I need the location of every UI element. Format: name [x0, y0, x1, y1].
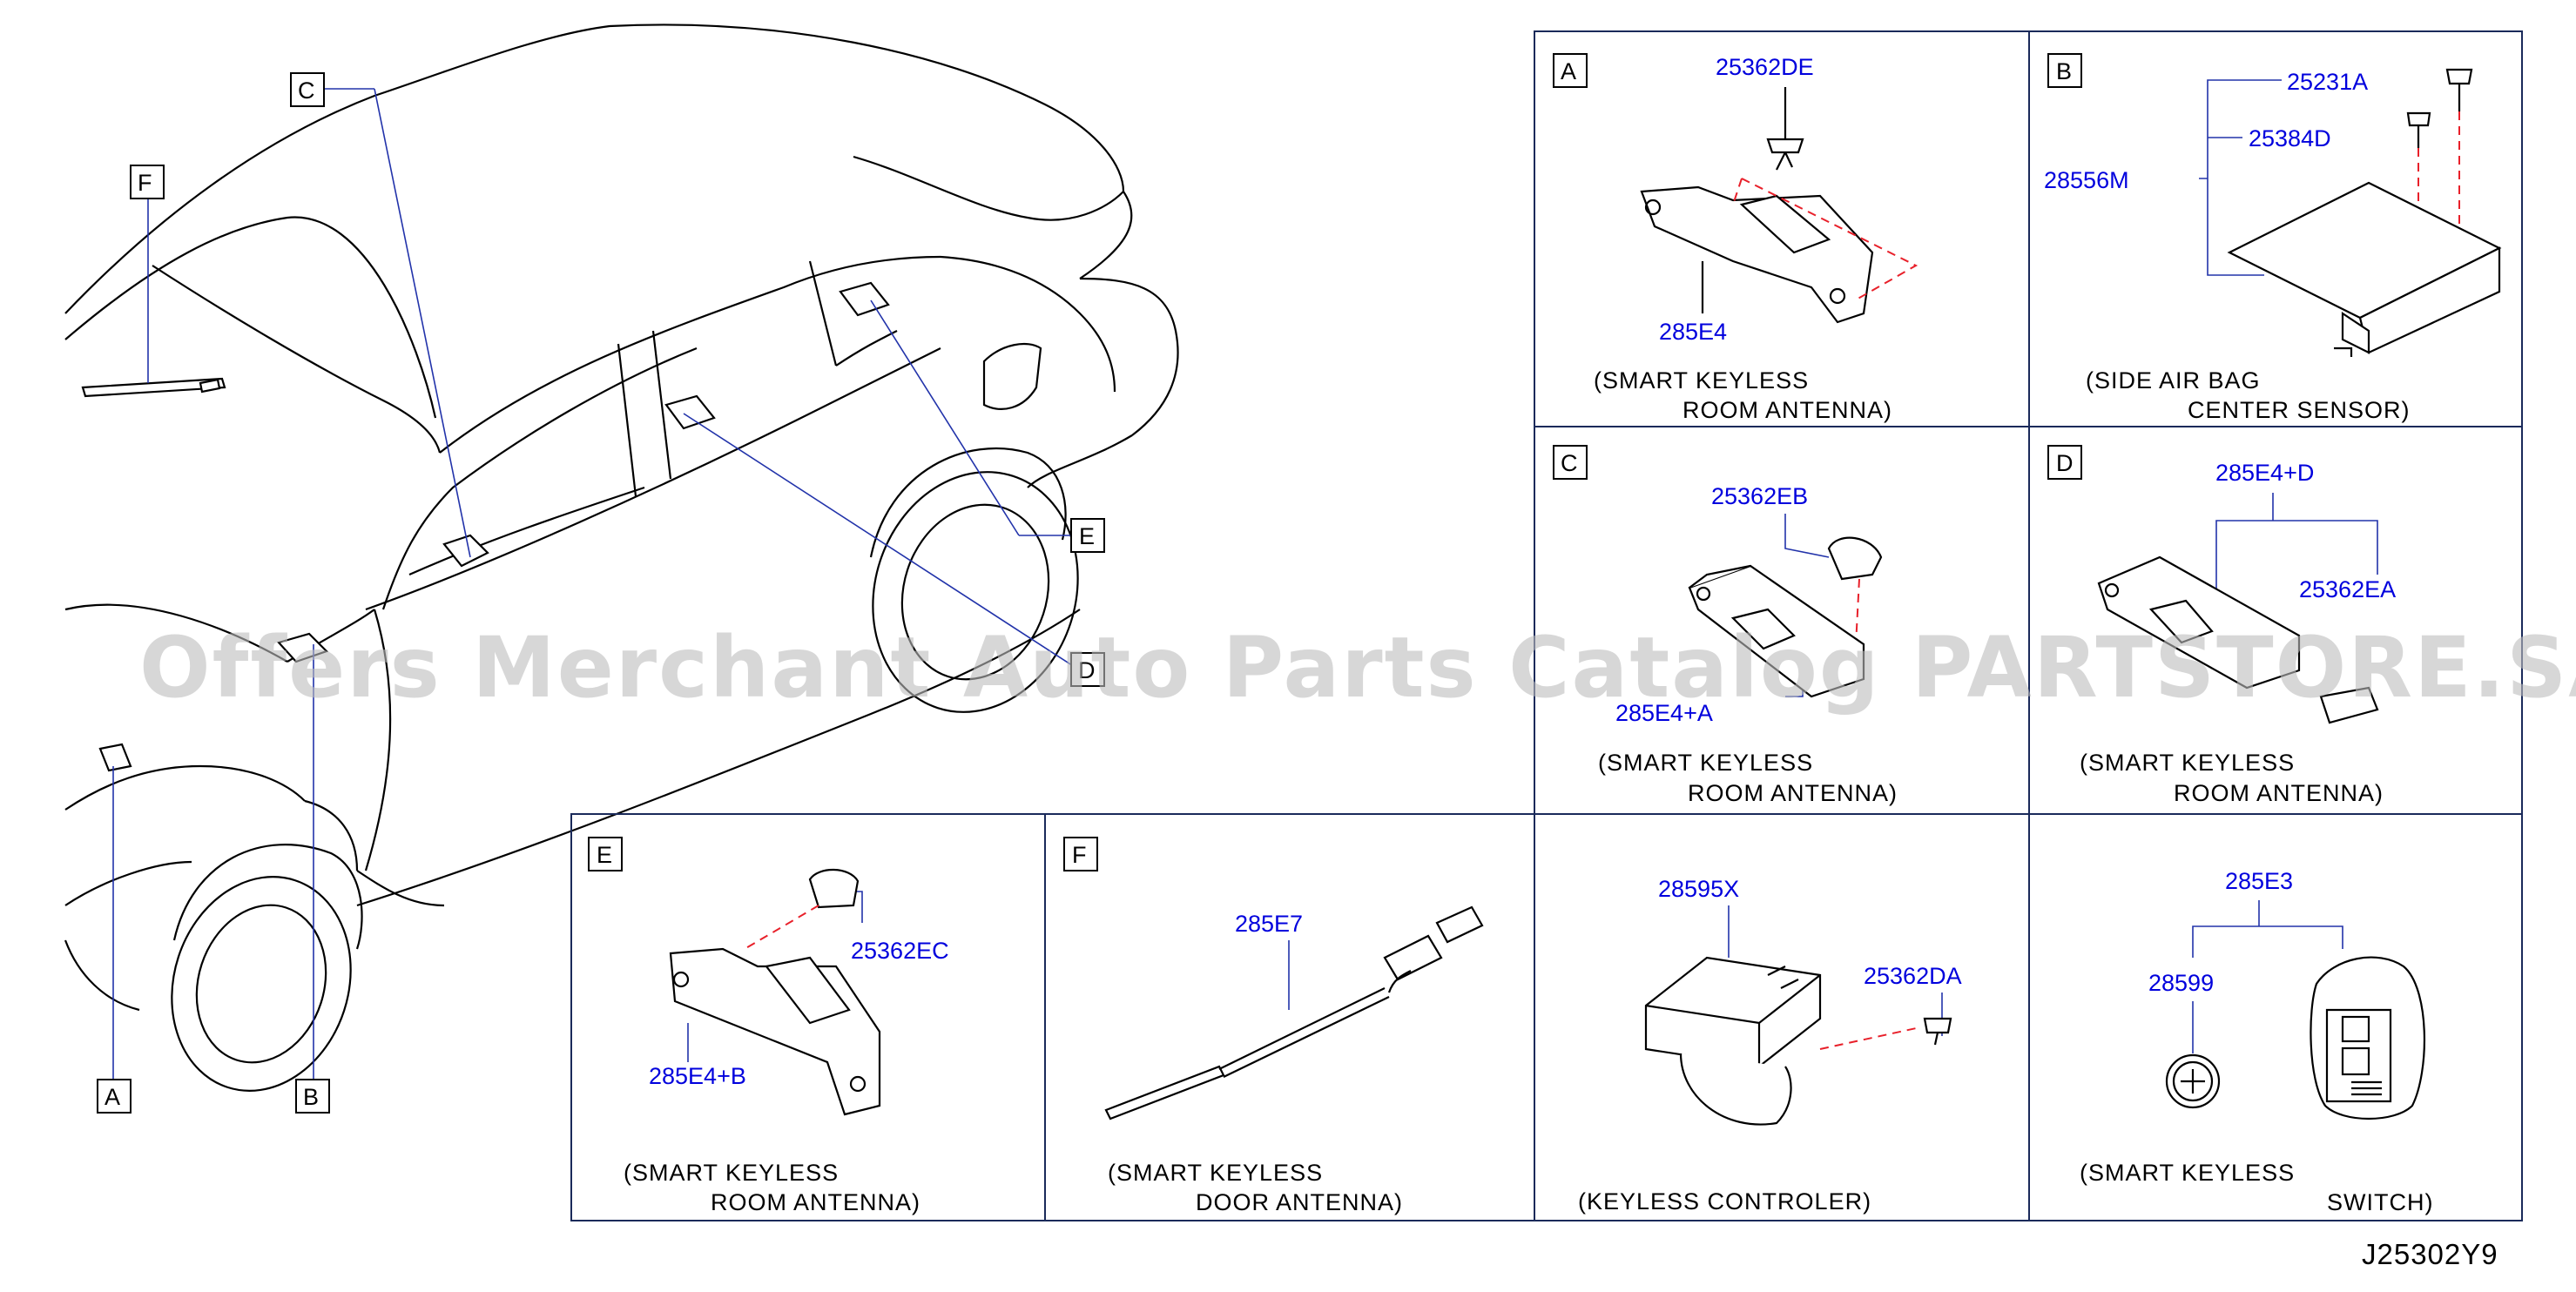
panel-f-letter: F [1072, 842, 1087, 868]
part-number: 28599 [2148, 970, 2214, 996]
watermark: Offers Merchant Auto Parts Catalog PARTS… [139, 619, 2576, 717]
callout-b-label: B [303, 1084, 319, 1110]
panel-e: E 25362EC 285E4+B (SMART KEYLESS ROOM AN… [588, 837, 949, 1215]
part-number: 285E4+A [1615, 700, 1713, 726]
callout-f-label: F [138, 170, 152, 196]
part-number: 28556M [2044, 167, 2129, 193]
callout-d-label: D [1078, 657, 1096, 683]
panel-d-caption-1: (SMART KEYLESS [2080, 750, 2295, 776]
panel-f-caption-2: DOOR ANTENNA) [1196, 1189, 1403, 1215]
part-number: 25362EC [851, 938, 949, 964]
panel-d: D 285E4+D 25362EA (SMART KEYLESS ROOM AN… [2047, 445, 2396, 806]
part-number: 285E4+B [649, 1063, 746, 1089]
panel-c-caption-1: (SMART KEYLESS [1598, 750, 1813, 776]
callout-a: A [97, 1079, 131, 1114]
part-number: 285E4 [1659, 319, 1727, 345]
panel-a-letter: A [1561, 58, 1576, 84]
diagram-code: J25302Y9 [2362, 1238, 2498, 1270]
panel-h-caption-1: (SMART KEYLESS [2080, 1160, 2295, 1186]
panel-c-caption-2: ROOM ANTENNA) [1688, 780, 1898, 806]
panel-a-caption-2: ROOM ANTENNA) [1682, 397, 1892, 423]
panel-e-caption-1: (SMART KEYLESS [624, 1160, 839, 1186]
panel-f-caption-1: (SMART KEYLESS [1108, 1160, 1323, 1186]
part-number: 25231A [2287, 69, 2368, 95]
part-number: 285E3 [2225, 868, 2293, 894]
panel-b: B 25231A 25384D 28556M (SIDE AIR BAG CEN… [2044, 53, 2502, 423]
panel-keyless-controller: 28595X 25362DA (KEYLESS CONTROLER) [1578, 876, 1962, 1215]
panel-c: C 25362EB 285E4+A (SMART KEYLESS ROOM AN… [1553, 445, 1898, 806]
part-number: 285E7 [1235, 911, 1303, 937]
panel-d-caption-2: ROOM ANTENNA) [2174, 780, 2384, 806]
part-number: 25362EA [2299, 576, 2396, 602]
panel-b-caption-2: CENTER SENSOR) [2188, 397, 2411, 423]
callout-b: B [295, 1079, 330, 1114]
callout-d: D [1070, 652, 1105, 687]
panel-e-letter: E [597, 842, 612, 868]
panel-f: F 285E7 (SMART KEYLESS DOOR ANTENNA) [1063, 837, 1484, 1215]
panel-grid [570, 30, 2523, 1221]
callout-f: F [130, 165, 165, 199]
part-number: 28595X [1658, 876, 1739, 902]
callout-e-label: E [1079, 523, 1095, 549]
panel-d-letter: D [2056, 450, 2074, 476]
part-number: 25384D [2249, 125, 2331, 151]
part-number: 25362EB [1711, 483, 1808, 509]
part-number: 25362DA [1864, 963, 1962, 989]
callout-c-label: C [298, 77, 315, 104]
panel-a-caption-1: (SMART KEYLESS [1594, 367, 1809, 394]
car-illustration [64, 24, 1179, 1092]
panel-b-caption-1: (SIDE AIR BAG [2086, 367, 2261, 394]
panel-g-caption-1: (KEYLESS CONTROLER) [1578, 1188, 1871, 1215]
panel-a: A 25362DE 285E4 (SMART KEYLESS ROOM ANTE… [1553, 53, 1919, 423]
panel-c-letter: C [1561, 450, 1578, 476]
panel-b-letter: B [2056, 58, 2072, 84]
panel-h-caption-2: SWITCH) [2327, 1189, 2433, 1215]
part-number: 25362DE [1716, 54, 1814, 80]
panel-e-caption-2: ROOM ANTENNA) [711, 1189, 920, 1215]
part-number: 285E4+D [2215, 460, 2314, 486]
callout-e: E [1070, 518, 1105, 553]
callout-c: C [290, 72, 325, 107]
callout-a-label: A [105, 1084, 120, 1110]
panel-smart-keyless-switch: 285E3 28599 (SMART KEYLESS SWITCH) [2080, 868, 2433, 1215]
